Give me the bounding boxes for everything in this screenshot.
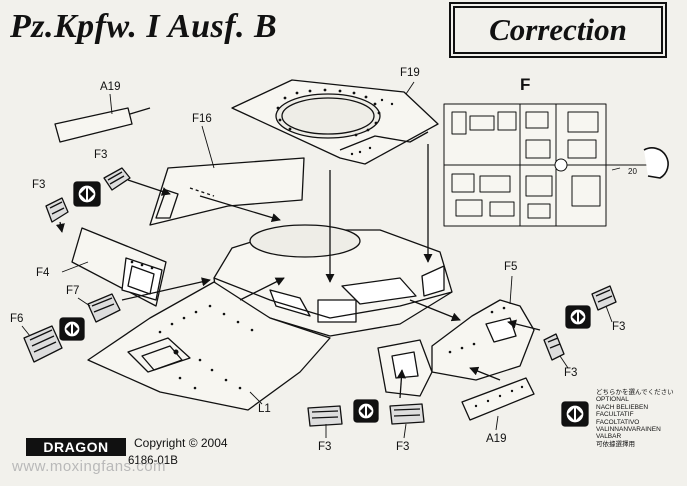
label-f3-upper: F3 <box>94 149 108 161</box>
optional-legend-line: VALINNANVARAINEN <box>596 426 661 434</box>
part-f3-left <box>45 197 69 223</box>
optional-legend-line: 可依據選擇用 <box>596 440 635 448</box>
part-a19-bottom <box>461 377 535 421</box>
optional-legend-line: FACOLTATIVO <box>596 418 640 426</box>
part-f16 <box>149 157 305 226</box>
label-l1: L1 <box>258 403 271 415</box>
label-a19-top: A19 <box>100 81 121 93</box>
optional-legend-line: VALBAR <box>596 433 622 441</box>
label-f16: F16 <box>192 113 212 125</box>
label-f3-right-mid: F3 <box>564 367 578 379</box>
correction-label: Correction <box>489 12 627 47</box>
part-f4 <box>71 227 167 307</box>
sprue-f-diagram <box>443 103 669 227</box>
optional-icon-left-bottom <box>59 317 85 341</box>
label-f4: F4 <box>36 267 50 279</box>
label-f5: F5 <box>504 261 518 273</box>
optional-legend-line: NACH BELIEBEN <box>596 403 649 411</box>
label-f19: F19 <box>400 67 420 79</box>
label-sprue-20: 20 <box>628 167 637 176</box>
label-f3-right-top: F3 <box>612 321 626 333</box>
optional-legend-line: OPTIONAL <box>596 396 629 404</box>
part-a19-top <box>54 107 133 143</box>
part-f3-right-mid <box>543 333 565 361</box>
label-f3-bottom-left: F3 <box>318 441 332 453</box>
part-f3-upper-left <box>103 167 131 191</box>
label-sprue-f: F <box>520 75 531 94</box>
part-f3-right-top <box>591 285 617 311</box>
part-f6 <box>23 325 63 363</box>
dragon-logo: DRAGON <box>26 438 126 456</box>
optional-icon-bottom <box>353 399 379 423</box>
correction-box: Correction <box>453 6 663 54</box>
optional-icon-left-top <box>73 181 101 207</box>
part-f3-bottom-left <box>307 405 343 427</box>
label-f3-left: F3 <box>32 179 46 191</box>
label-f3-bottom-mid: F3 <box>396 441 410 453</box>
page-title: Pz.Kpfw. I Ausf. B <box>10 8 278 45</box>
optional-legend-line: FACULTATIF <box>596 411 634 419</box>
leader-lines <box>21 81 621 439</box>
part-f3-bottom-mid <box>389 403 425 425</box>
optional-legend-line: どちらかを選んでください <box>596 389 674 396</box>
watermark: www.moxingfans.com <box>12 458 167 475</box>
part-f7 <box>87 293 121 323</box>
part-superstructure <box>213 224 453 337</box>
optional-legend: どちらかを選んでください OPTIONAL NACH BELIEBEN FACU… <box>596 389 674 448</box>
label-f6: F6 <box>10 313 24 325</box>
catalog-number: 6186-01B <box>128 455 178 467</box>
copyright-text: Copyright © 2004 <box>134 436 228 450</box>
part-l1 <box>87 281 331 411</box>
label-f7: F7 <box>66 285 80 297</box>
optional-icon-right <box>565 305 591 329</box>
part-f19 <box>231 79 439 165</box>
optional-icon-legend <box>561 401 589 427</box>
assembly-arrows <box>55 107 541 399</box>
label-a19-bottom: A19 <box>486 433 507 445</box>
